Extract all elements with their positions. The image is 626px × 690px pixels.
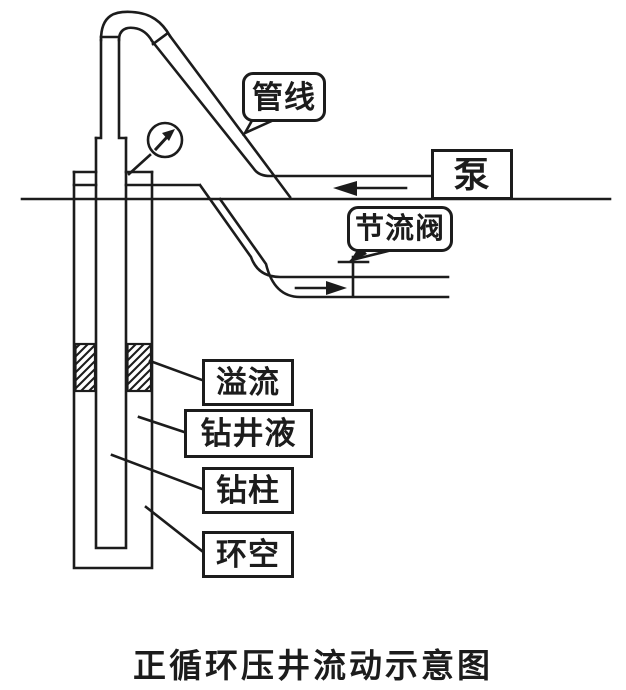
- standpipe: [94, 35, 128, 140]
- flow-arrow-toward-well: [333, 181, 408, 196]
- label-pump: 泵: [431, 149, 513, 200]
- wellhead: [72, 170, 200, 187]
- label-choke-valve: 节流阀: [347, 206, 453, 252]
- gooseneck-elbow: [99, 10, 172, 46]
- label-pipeline-text: 管线: [252, 79, 316, 115]
- pressure-gauge-icon: [127, 121, 184, 176]
- label-choke-valve-text: 节流阀: [354, 212, 445, 245]
- label-annulus: 环空: [202, 531, 294, 578]
- leader-drilling-fluid: [137, 415, 186, 434]
- label-drill-string-text: 钻柱: [216, 473, 280, 508]
- leader-overflow: [148, 359, 204, 382]
- label-overflow: 溢流: [202, 359, 294, 406]
- choke-line-pipe: [198, 183, 450, 299]
- leader-annulus: [144, 505, 204, 553]
- label-overflow-text: 溢流: [216, 365, 280, 400]
- label-drilling-fluid: 钻井液: [184, 409, 313, 458]
- label-annulus-text: 环空: [216, 537, 280, 572]
- flow-arrow-choke-out: [294, 281, 347, 295]
- label-drilling-fluid-text: 钻井液: [200, 416, 297, 451]
- overflow-zone-right: [126, 342, 153, 393]
- choke-valve-symbol: [337, 255, 370, 298]
- label-drill-string: 钻柱: [202, 467, 294, 514]
- leader-drill-string: [110, 453, 204, 491]
- diagram-caption: 正循环压井流动示意图: [133, 647, 493, 684]
- label-pipeline: 管线: [242, 72, 326, 122]
- label-pump-text: 泵: [453, 153, 491, 195]
- overflow-zone-left: [74, 342, 97, 393]
- pipeline-pipe: [150, 34, 433, 199]
